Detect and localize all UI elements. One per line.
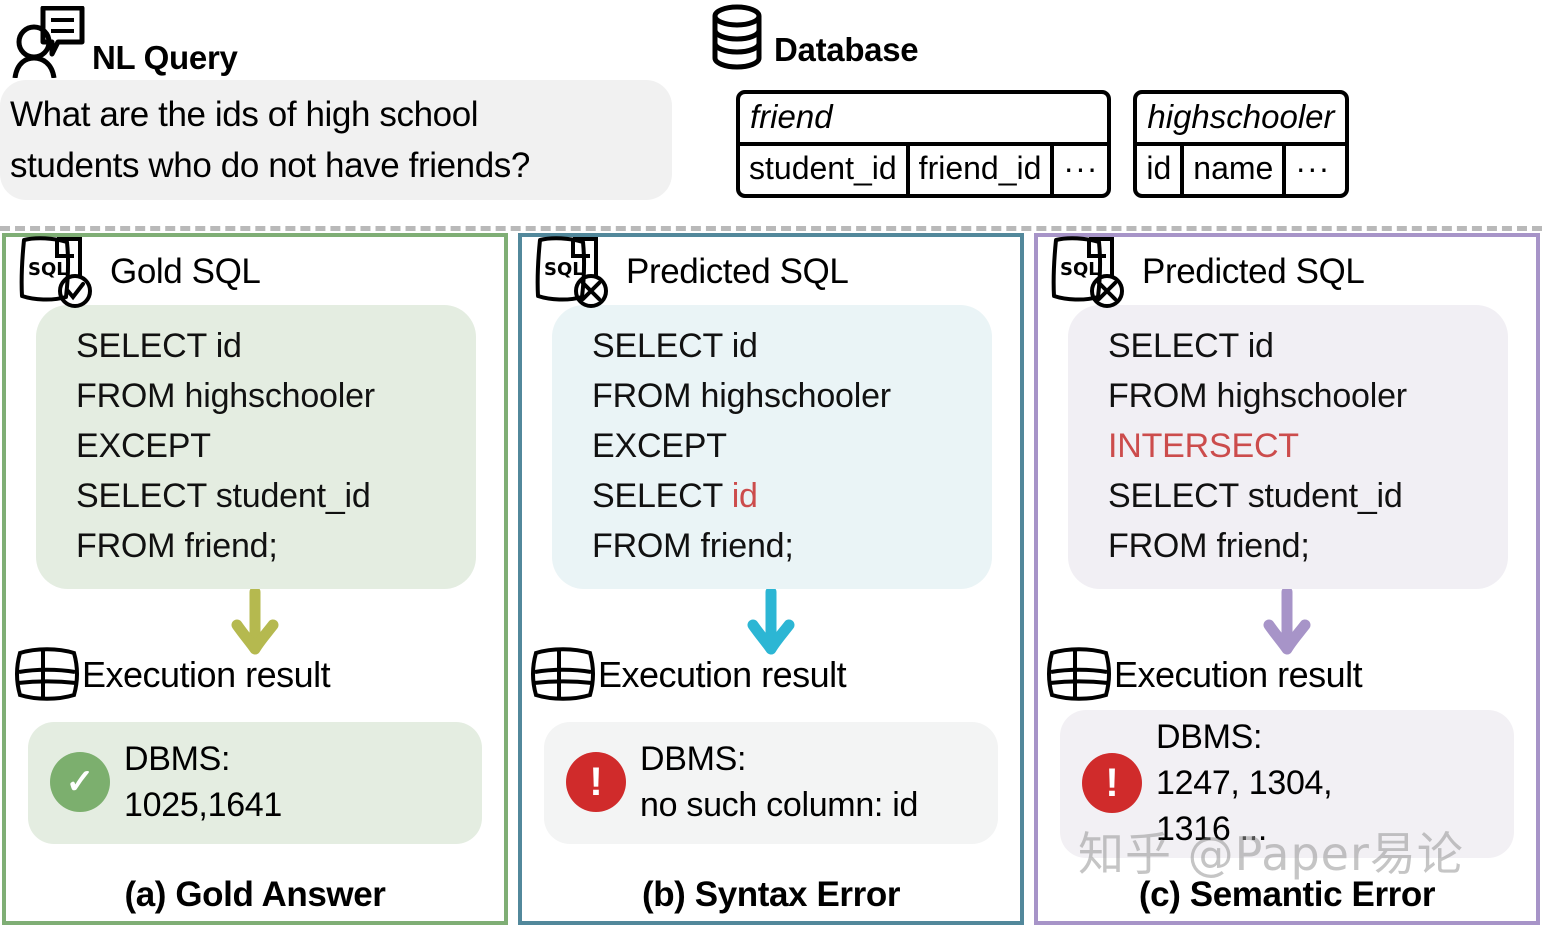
result-line: 1247, 1304, <box>1156 764 1333 802</box>
table-grid-icon <box>530 641 596 708</box>
sql-code-line: FROM highschooler <box>592 377 891 415</box>
exclamation-circle-icon: ! <box>1082 753 1142 813</box>
result-line: DBMS: <box>124 740 231 778</box>
sql-code-line: EXCEPT <box>592 427 727 465</box>
result-line: no such column: id <box>640 786 919 824</box>
table-highschooler: highschooler id name ··· <box>1133 90 1349 198</box>
sql-code-line: SELECT id <box>76 327 242 365</box>
panel-header-label: Predicted SQL <box>1142 252 1365 291</box>
panel-caption: (b) Syntax Error <box>641 875 901 914</box>
panel-caption: (a) Gold Answer <box>124 875 386 914</box>
sql-document-cross-icon: SQL <box>528 230 620 315</box>
table-grid-icon <box>1046 641 1112 708</box>
down-arrow-icon <box>1258 586 1316 660</box>
panel-header-label: Gold SQL <box>110 252 261 291</box>
nl-query-bubble: What are the ids of high school students… <box>0 80 672 200</box>
section-divider <box>0 226 1542 231</box>
table-column: name <box>1184 146 1287 194</box>
table-column-ellipsis: ··· <box>1295 150 1331 186</box>
table-friend: friend student_id friend_id ··· <box>736 90 1112 198</box>
nl-query-line: students who do not have friends? <box>10 146 530 185</box>
execution-result-header: Execution result <box>522 641 1020 708</box>
panel-gold-answer: SQL Gold SQL SELECT id FROM highschooler… <box>2 233 508 925</box>
table-column-ellipsis: ··· <box>1063 150 1099 186</box>
sql-code-line: SELECT id <box>592 477 758 515</box>
sql-code-block: SELECT id FROM highschooler INTERSECT SE… <box>1068 305 1508 589</box>
exclamation-circle-icon: ! <box>566 752 626 812</box>
result-line: DBMS: <box>1156 718 1263 756</box>
sql-code-line: FROM friend; <box>1108 527 1310 565</box>
table-column: student_id <box>740 146 910 194</box>
down-arrow-icon <box>226 586 284 660</box>
table-column: id <box>1137 146 1185 194</box>
sql-code-line: FROM friend; <box>592 527 794 565</box>
execution-result-box: ! DBMS: 1247, 1304, 1316 ... <box>1060 710 1514 858</box>
sql-code-line: SELECT student_id <box>76 477 371 515</box>
svg-text:SQL: SQL <box>28 259 68 280</box>
sql-code-line: SELECT id <box>592 327 758 365</box>
nl-query-header: NL Query <box>12 5 238 83</box>
check-circle-icon: ✓ <box>50 752 110 812</box>
down-arrow-icon <box>742 586 800 660</box>
sql-code-line: SELECT id <box>1108 327 1274 365</box>
sql-code-line: EXCEPT <box>76 427 211 465</box>
panel-header-label: Predicted SQL <box>626 252 849 291</box>
panel-header: SQL Predicted SQL <box>1038 235 1536 308</box>
person-speech-bubble-icon <box>12 5 86 83</box>
nl-query-line: What are the ids of high school <box>10 95 479 134</box>
execution-result-label: Execution result <box>82 653 331 695</box>
execution-result-text: DBMS: 1025,1641 <box>124 736 282 828</box>
panel-header: SQL Predicted SQL <box>522 235 1020 308</box>
sql-code-block: SELECT id FROM highschooler EXCEPT SELEC… <box>36 305 476 589</box>
database-title: Database <box>774 31 919 68</box>
nl-query-title: NL Query <box>92 39 238 76</box>
top-section: NL Query What are the ids of high school… <box>0 0 1542 231</box>
database-cylinder-icon <box>708 4 766 75</box>
sql-code-block: SELECT id FROM highschooler EXCEPT SELEC… <box>552 305 992 589</box>
table-name: highschooler <box>1137 94 1345 146</box>
panel-semantic-error: SQL Predicted SQL SELECT id FROM highsch… <box>1034 233 1540 925</box>
sql-code-line: SELECT student_id <box>1108 477 1403 515</box>
execution-result-text: DBMS: 1247, 1304, 1316 ... <box>1156 714 1333 852</box>
result-line: DBMS: <box>640 740 747 778</box>
sql-document-cross-icon: SQL <box>1044 230 1136 315</box>
svg-text:SQL: SQL <box>544 259 584 280</box>
panel-syntax-error: SQL Predicted SQL SELECT id FROM highsch… <box>518 233 1024 925</box>
execution-result-header: Execution result <box>1038 641 1536 708</box>
flow-arrow-wrap <box>6 586 504 655</box>
panel-caption: (c) Semantic Error <box>1138 875 1436 914</box>
table-column: friend_id <box>910 146 1055 194</box>
table-grid-icon <box>14 641 80 708</box>
sql-code-line: FROM highschooler <box>1108 377 1407 415</box>
result-line: 1025,1641 <box>124 786 283 824</box>
sql-code-line: INTERSECT <box>1108 427 1299 465</box>
flow-arrow-wrap <box>522 586 1020 655</box>
execution-result-label: Execution result <box>1114 653 1363 695</box>
sql-code-line: FROM friend; <box>76 527 278 565</box>
execution-result-box: ✓ DBMS: 1025,1641 <box>28 722 482 844</box>
execution-result-header: Execution result <box>6 641 504 708</box>
table-name: friend <box>740 94 1108 146</box>
flow-arrow-wrap <box>1038 586 1536 655</box>
sql-document-check-icon: SQL <box>12 230 104 315</box>
panels-row: SQL Gold SQL SELECT id FROM highschooler… <box>0 233 1542 925</box>
database-header: Database <box>708 4 919 75</box>
execution-result-text: DBMS: no such column: id <box>640 736 918 828</box>
database-tables: friend student_id friend_id ··· highscho… <box>736 90 1349 198</box>
execution-result-label: Execution result <box>598 653 847 695</box>
panel-header: SQL Gold SQL <box>6 235 504 308</box>
svg-text:SQL: SQL <box>1060 259 1100 280</box>
sql-code-line: FROM highschooler <box>76 377 375 415</box>
execution-result-box: ! DBMS: no such column: id <box>544 722 998 844</box>
result-line: 1316 ... <box>1156 810 1268 848</box>
